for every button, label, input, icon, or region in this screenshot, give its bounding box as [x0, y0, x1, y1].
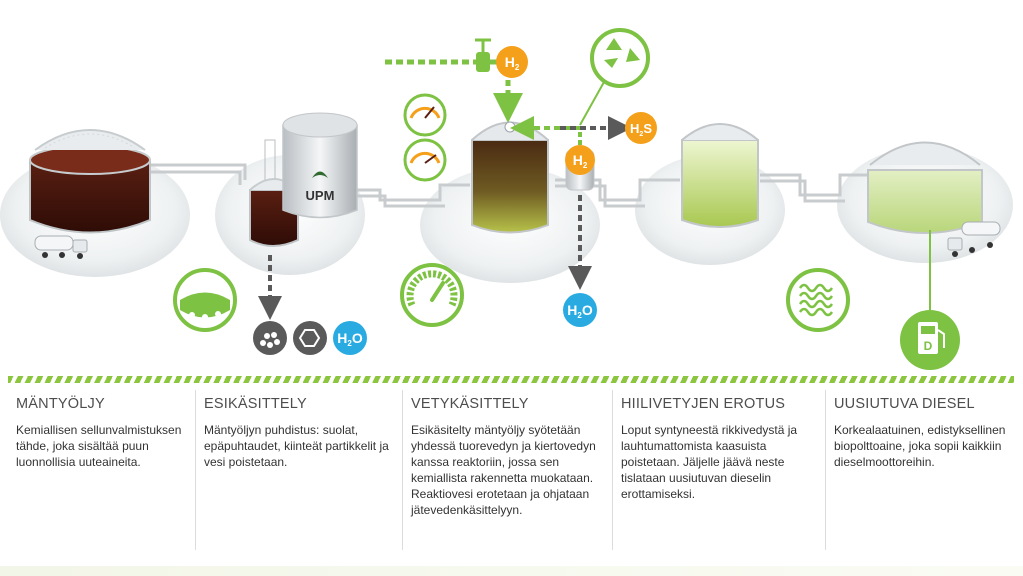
- step-renewable-diesel: UUSIUTUVA DIESEL Korkealaatuinen, edisty…: [825, 390, 1015, 550]
- svg-text:H2S: H2S: [630, 121, 652, 138]
- molecule-icon: [293, 321, 327, 355]
- valve-icon: [476, 52, 490, 72]
- svg-text:H2O: H2O: [567, 302, 593, 320]
- step-tall-oil: MÄNTYÖLJY Kemiallisen sellunvalmistuksen…: [8, 390, 195, 550]
- temperature-gauge-icon: [403, 138, 447, 182]
- hydrogen-feed: H2: [385, 38, 528, 123]
- step-hydrocarbon-separation: HIILIVETYJEN EROTUS Loput syntyneestä ri…: [612, 390, 825, 550]
- step-description: Mäntyöljyn puhdistus: suolat, epäpuhtaud…: [204, 423, 389, 469]
- svg-text:D: D: [924, 339, 933, 353]
- process-water-icon: H2O: [563, 293, 597, 327]
- h2-recycle-icon: H2: [565, 145, 595, 290]
- svg-text:H2: H2: [573, 152, 588, 170]
- hydrotreatment-reactor: [471, 121, 549, 234]
- step-title: HIILIVETYJEN EROTUS: [621, 396, 786, 412]
- separation-column: [681, 123, 759, 228]
- upm-logo: UPM: [306, 188, 335, 203]
- step-pretreatment: ESIKÄSITTELY Mäntyöljyn puhdistus: suola…: [195, 390, 402, 550]
- step-title: ESIKÄSITTELY: [204, 396, 307, 412]
- pressure-gauge-icon: [403, 93, 447, 137]
- truck-icon: [34, 235, 88, 259]
- pretreatment-outputs: H2O: [253, 255, 367, 355]
- step-description: Kemiallisen sellunvalmistuksen tähde, jo…: [16, 423, 182, 469]
- step-description: Esikäsitelty mäntyöljy syötetään yhdessä…: [411, 423, 596, 517]
- step-hydrotreatment: VETYKÄSITTELY Esikäsitelty mäntyöljy syö…: [402, 390, 612, 550]
- svg-text:H2: H2: [505, 54, 520, 72]
- step-description: Loput syntyneestä rikkivedystä ja lauhtu…: [621, 423, 798, 501]
- top-stripe: [8, 376, 1014, 383]
- gas-recycle-line: [510, 116, 632, 146]
- h2s-icon: H2S: [625, 112, 657, 144]
- waves-icon: [786, 268, 850, 332]
- bottom-strip: [0, 566, 1023, 576]
- step-description: Korkealaatuinen, edistyksellinen biopolt…: [834, 423, 1006, 469]
- svg-text:H2O: H2O: [337, 330, 363, 348]
- water-icon: [333, 321, 367, 355]
- recycle-icon: [579, 28, 650, 126]
- pretreatment-unit: UPM: [249, 112, 358, 247]
- speedometer-icon: [400, 263, 464, 327]
- step-title: UUSIUTUVA DIESEL: [834, 396, 975, 412]
- tall-oil-tank: [29, 129, 151, 234]
- step-title: MÄNTYÖLJY: [16, 396, 105, 412]
- truck-icon: [947, 221, 1001, 257]
- step-title: VETYKÄSITTELY: [411, 396, 529, 412]
- h2-input-icon: [496, 46, 528, 78]
- liquid-icon: [173, 268, 237, 332]
- process-diagram: UPM H2O H2: [0, 28, 1013, 370]
- fuel-pump-icon: D: [900, 230, 960, 370]
- renewable-diesel-tank: [867, 141, 983, 234]
- solids-icon: [253, 321, 287, 355]
